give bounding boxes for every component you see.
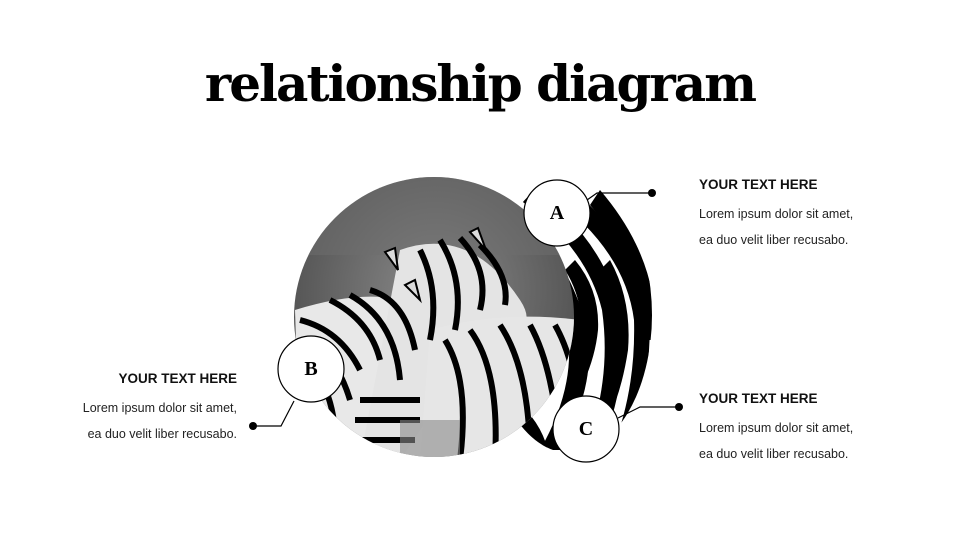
node-circle-b	[277, 335, 345, 403]
text-block-b-line2: ea duo velit liber recusabo.	[87, 427, 237, 441]
text-block-a-line2: ea duo velit liber recusabo.	[699, 233, 849, 247]
text-block-a: YOUR TEXT HERE Lorem ipsum dolor sit ame…	[699, 177, 899, 253]
text-block-b-line1: Lorem ipsum dolor sit amet,	[82, 401, 237, 415]
connector-b	[253, 400, 295, 427]
text-block-c-body: Lorem ipsum dolor sit amet, ea duo velit…	[699, 415, 899, 467]
text-block-c-line2: ea duo velit liber recusabo.	[699, 447, 849, 461]
node-label-b: B	[304, 358, 318, 380]
node-label-c: C	[578, 418, 594, 440]
text-block-b-body: Lorem ipsum dolor sit amet, ea duo velit…	[37, 395, 237, 447]
text-block-a-line1: Lorem ipsum dolor sit amet,	[699, 207, 854, 221]
connector-c	[617, 406, 679, 419]
text-block-b-heading: YOUR TEXT HERE	[118, 371, 237, 386]
page-title: relationship diagram	[204, 54, 757, 113]
node-circle-a	[523, 179, 591, 247]
text-block-b: YOUR TEXT HERE Lorem ipsum dolor sit ame…	[37, 371, 237, 447]
node-circle-c	[552, 395, 620, 463]
text-block-c-line1: Lorem ipsum dolor sit amet,	[699, 421, 854, 435]
node-label-a: A	[549, 202, 565, 224]
connector-c-dot	[675, 403, 683, 411]
connector-b-dot	[249, 422, 257, 430]
connector-a-dot	[648, 189, 656, 197]
text-block-c: YOUR TEXT HERE Lorem ipsum dolor sit ame…	[699, 391, 899, 467]
text-block-a-body: Lorem ipsum dolor sit amet, ea duo velit…	[699, 201, 899, 253]
text-block-c-heading: YOUR TEXT HERE	[699, 391, 818, 406]
text-block-a-heading: YOUR TEXT HERE	[699, 177, 818, 192]
connector-a	[586, 192, 652, 201]
